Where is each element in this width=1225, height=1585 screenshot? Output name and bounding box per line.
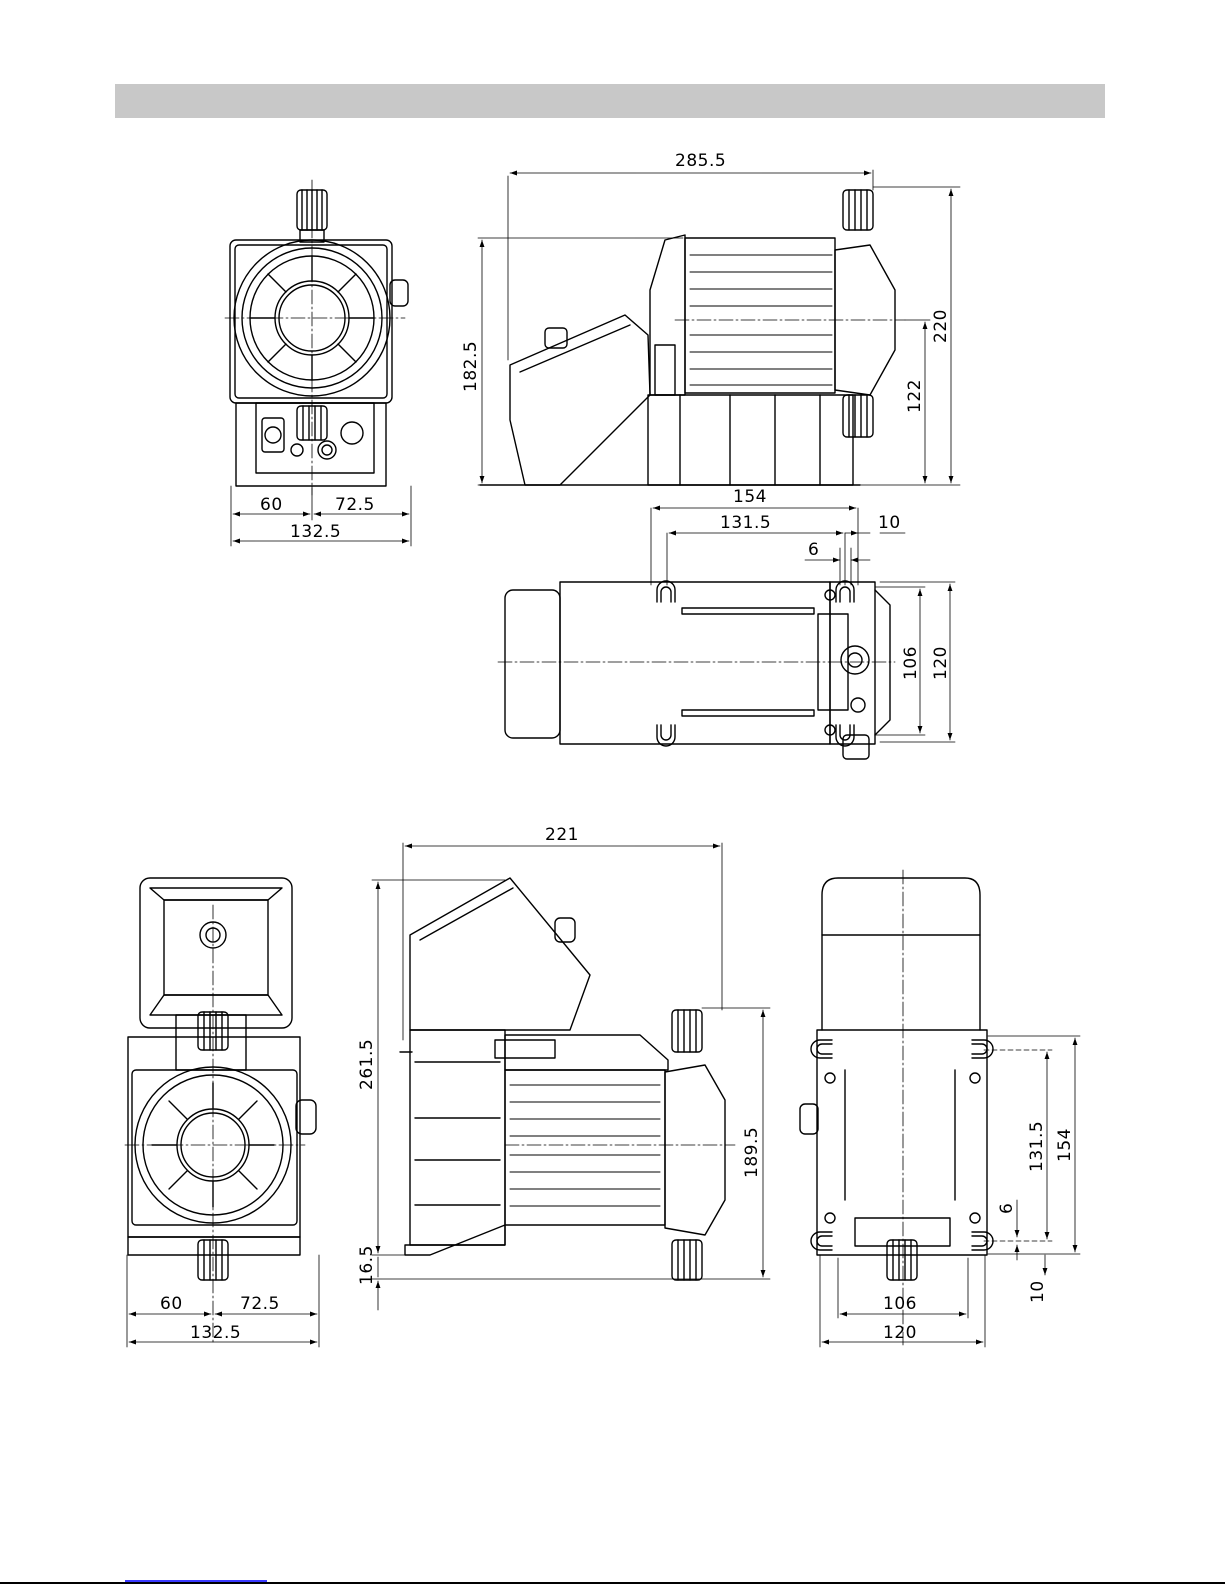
top-plan-view: 154 131.5 10 6 106 120 [498, 487, 955, 759]
dim-bottom-width-left: 60 [160, 1294, 183, 1314]
dim-bottom-width-right: 72.5 [240, 1294, 280, 1314]
dim-slot-width: 6 [808, 540, 819, 560]
dim-base-offset: 16.5 [357, 1245, 377, 1285]
top-front-view: 60 72.5 132.5 [225, 180, 411, 546]
top-side-view: 285.5 182.5 220 122 [461, 151, 960, 485]
page-bottom-edge [0, 1582, 1225, 1584]
dim-rear-hole-span-cross: 106 [883, 1294, 917, 1314]
dim-rear-hole-span-inner: 131.5 [1027, 1121, 1047, 1172]
dim-hole-span: 154 [733, 487, 767, 507]
dim-bottom-height-total: 261.5 [357, 1039, 377, 1090]
dim-width-right: 72.5 [335, 495, 375, 515]
dim-slot-offset: 10 [878, 513, 901, 533]
dim-hole-span-inner: 131.5 [720, 513, 771, 533]
dim-rear-slot-offset: 10 [1028, 1280, 1048, 1303]
dim-plan-width: 120 [931, 646, 951, 680]
bottom-front-view: 60 72.5 132.5 [125, 878, 319, 1347]
dim-bottom-axis-height: 189.5 [742, 1127, 762, 1178]
dim-rear-width: 120 [883, 1323, 917, 1343]
dim-bottom-length: 221 [545, 825, 579, 845]
dim-height-total: 220 [931, 309, 951, 343]
dim-rear-hole-span: 154 [1055, 1128, 1075, 1162]
dim-hole-span-cross: 106 [901, 646, 921, 680]
dim-bottom-width-total: 132.5 [190, 1323, 241, 1343]
dim-width-left: 60 [260, 495, 283, 515]
dim-length: 285.5 [675, 151, 726, 171]
dim-rear-slot-width: 6 [997, 1203, 1017, 1214]
dim-height-body: 182.5 [461, 341, 481, 392]
dim-axis-height: 122 [905, 379, 925, 413]
bottom-side-view: 221 261.5 189.5 16.5 [357, 825, 770, 1310]
bottom-rear-view: 131.5 154 6 10 106 120 [800, 870, 1080, 1347]
dim-width-total: 132.5 [290, 522, 341, 542]
